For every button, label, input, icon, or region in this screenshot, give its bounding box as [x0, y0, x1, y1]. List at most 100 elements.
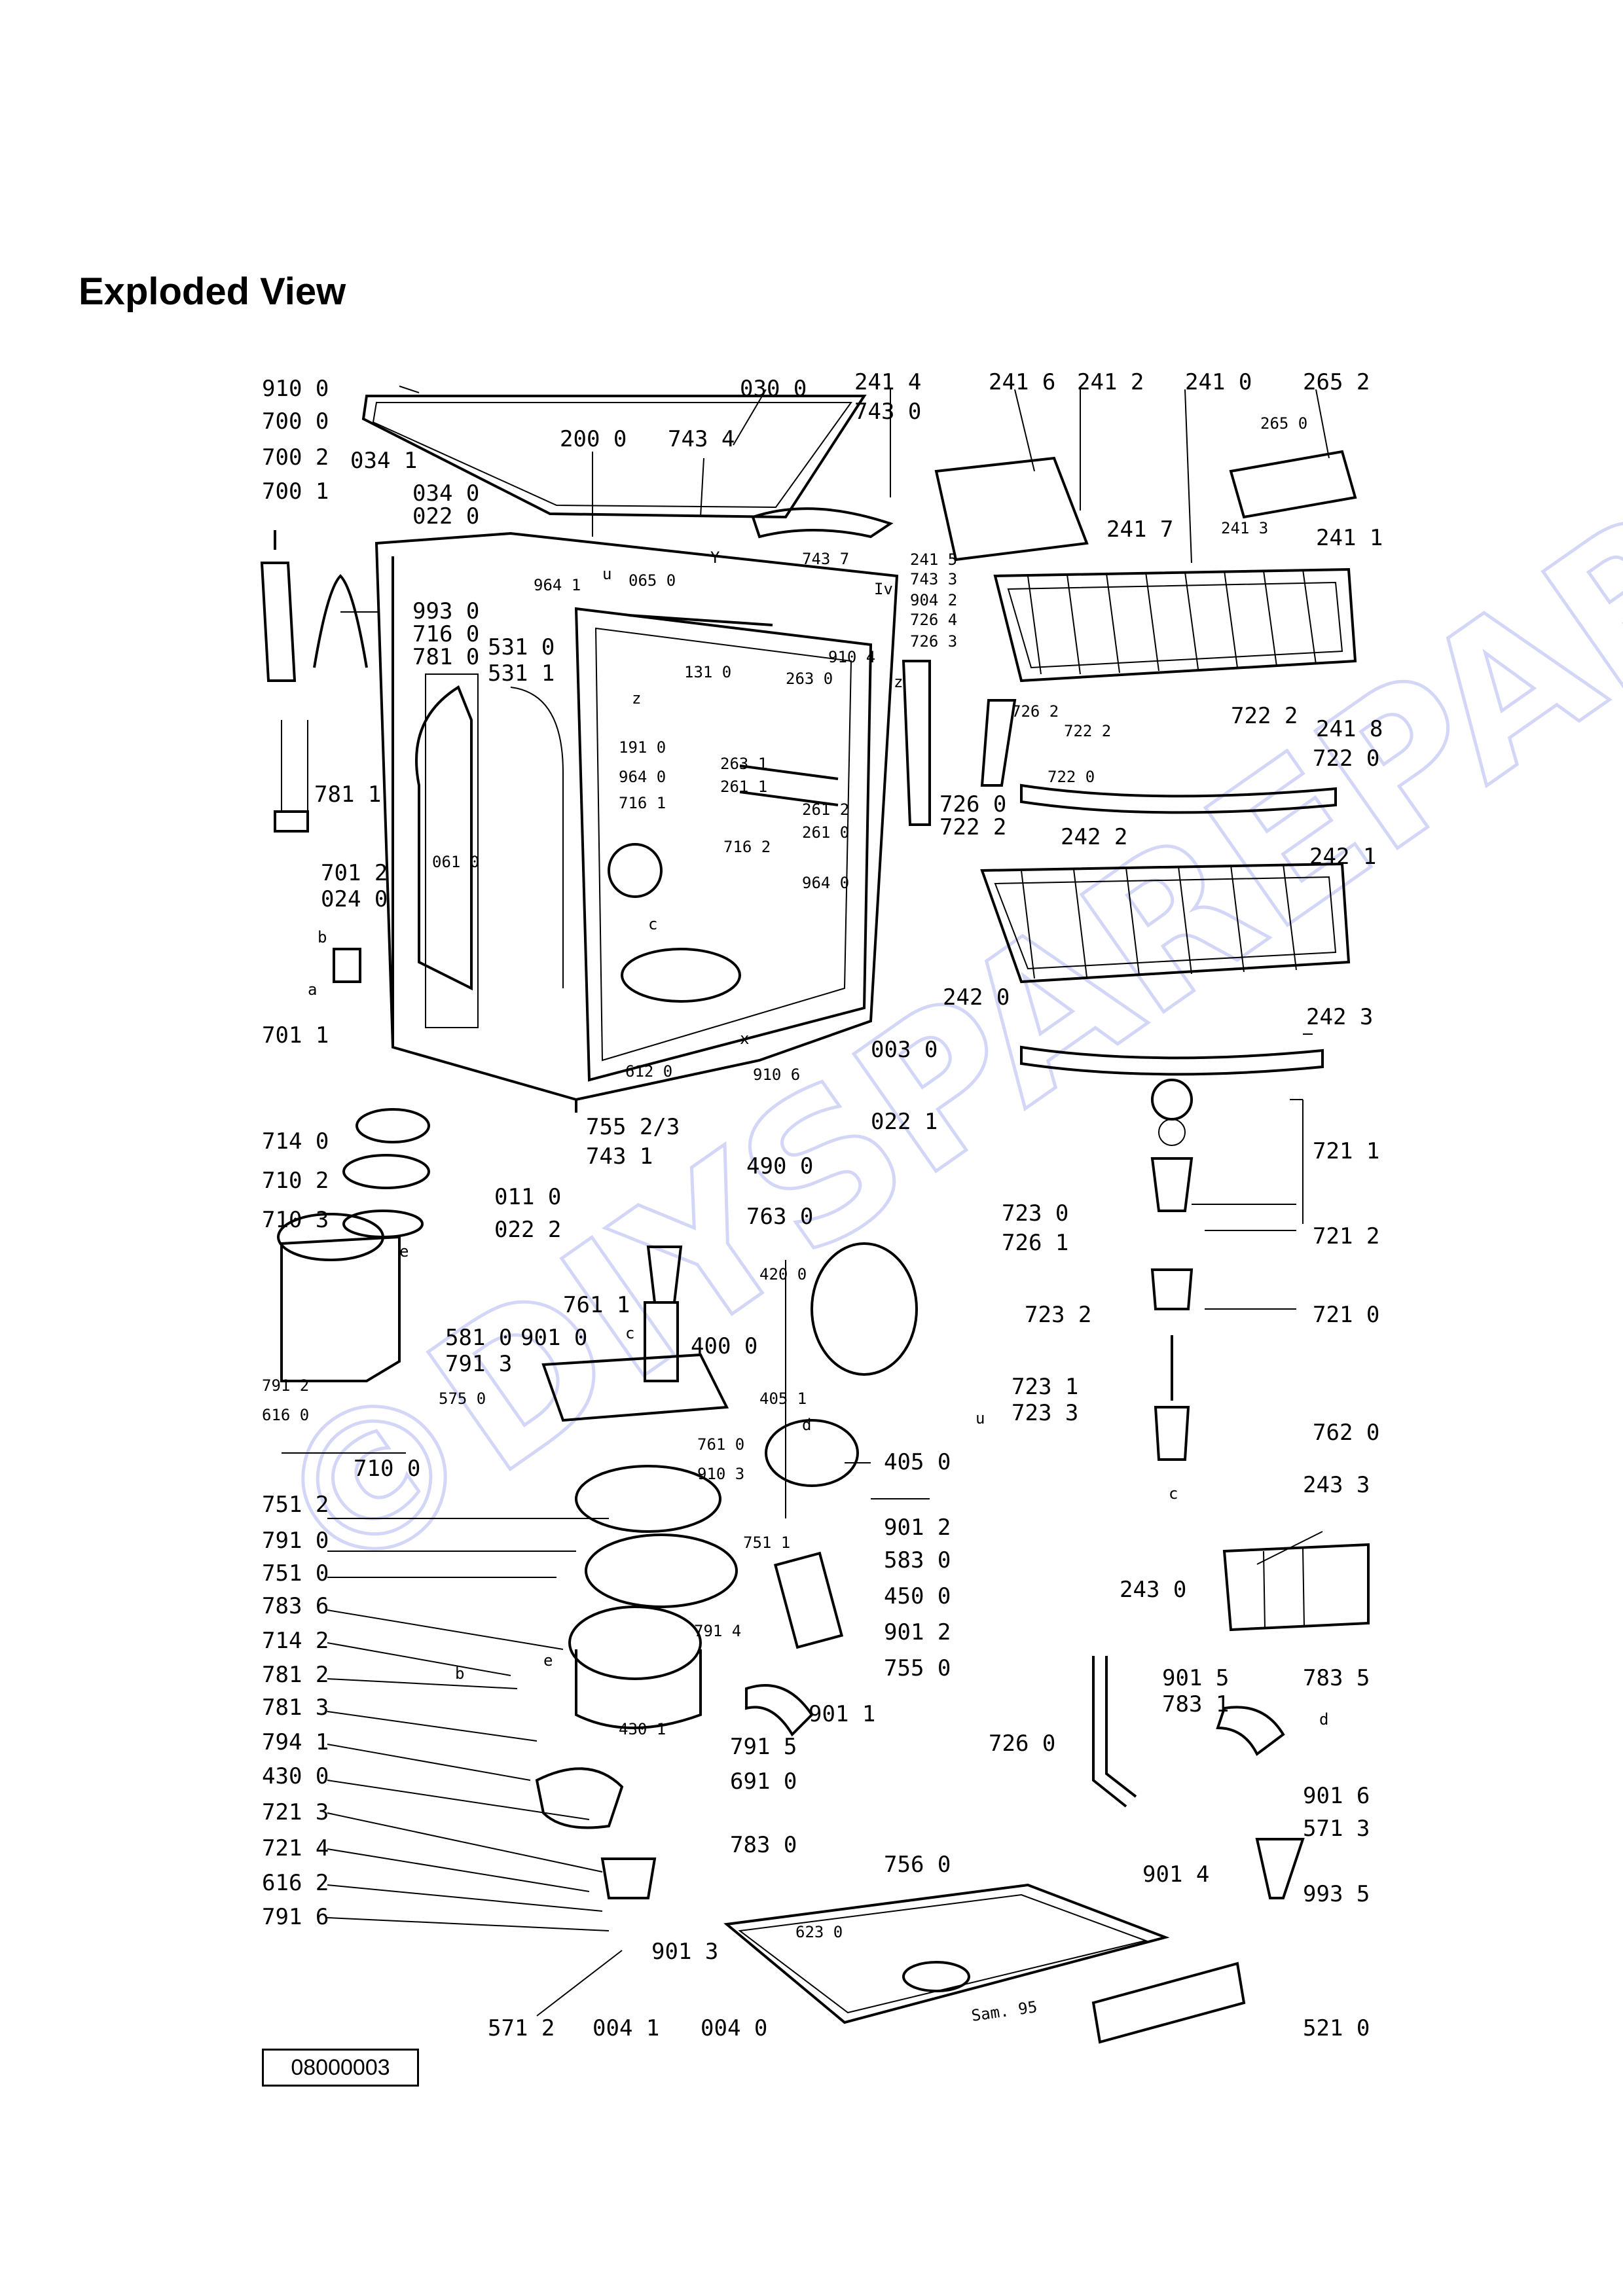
part-label: 022 0 — [412, 503, 479, 529]
letter-mark: c — [1169, 1484, 1178, 1503]
part-label: 191 0 — [619, 738, 666, 757]
part-label: 726 3 — [910, 632, 957, 651]
part-label: 261 0 — [802, 823, 849, 842]
part-label: 531 1 — [488, 660, 555, 687]
part-label: 571 3 — [1303, 1816, 1370, 1842]
letter-mark: Y — [710, 548, 720, 567]
part-label: 710 3 — [262, 1207, 329, 1233]
part-label: 430 1 — [619, 1720, 666, 1738]
part-label: 242 1 — [1309, 844, 1376, 870]
letter-mark: a — [308, 980, 317, 999]
part-label: 781 0 — [412, 644, 479, 670]
part-label: 743 4 — [668, 426, 735, 452]
part-label: 265 0 — [1260, 414, 1307, 433]
part-label: 581 0 — [445, 1325, 512, 1351]
part-label: 034 0 — [412, 480, 479, 507]
part-label: 901 2 — [884, 1515, 951, 1541]
part-label: 964 1 — [534, 576, 581, 594]
part-label: 751 0 — [262, 1560, 329, 1587]
part-label: 722 2 — [1231, 703, 1298, 729]
part-label: 783 1 — [1162, 1691, 1229, 1717]
part-label: 901 3 — [651, 1939, 718, 1965]
part-label: 761 1 — [563, 1292, 630, 1318]
part-label: 726 4 — [910, 611, 957, 629]
letter-mark: b — [455, 1664, 464, 1683]
part-label: 241 6 — [989, 369, 1055, 395]
part-label: 791 5 — [730, 1734, 797, 1760]
part-label: 901 6 — [1303, 1783, 1370, 1809]
part-label: 791 0 — [262, 1528, 329, 1554]
part-label: 993 0 — [412, 598, 479, 624]
part-label: 263 0 — [786, 670, 833, 688]
part-label: 755 2/3 — [586, 1114, 680, 1140]
part-label: 791 4 — [694, 1622, 741, 1640]
part-label: 901 5 — [1162, 1665, 1229, 1691]
part-label: 710 0 — [354, 1456, 420, 1482]
part-label: 781 3 — [262, 1695, 329, 1721]
part-label: 722 2 — [939, 814, 1006, 840]
part-label: 242 0 — [943, 984, 1010, 1011]
part-label: 241 3 — [1221, 519, 1268, 537]
part-label: 420 0 — [759, 1265, 807, 1283]
part-label: 450 0 — [884, 1583, 951, 1609]
drawing-number: 08000003 — [262, 2049, 419, 2087]
part-label: 755 0 — [884, 1655, 951, 1681]
part-label: 716 1 — [619, 794, 666, 812]
part-label: 263 1 — [720, 755, 767, 773]
part-label: 261 2 — [802, 800, 849, 819]
part-label: 612 0 — [625, 1062, 672, 1081]
part-label: 751 1 — [743, 1534, 790, 1552]
part-label: 716 0 — [412, 621, 479, 647]
part-label: 761 0 — [697, 1435, 744, 1454]
part-label: 723 3 — [1012, 1400, 1078, 1426]
part-label: 241 1 — [1316, 525, 1383, 551]
part-label: 022 2 — [494, 1217, 561, 1243]
part-label: 783 6 — [262, 1593, 329, 1619]
part-label: 700 2 — [262, 444, 329, 471]
letter-mark: e — [399, 1242, 409, 1261]
part-label: 726 0 — [939, 791, 1006, 817]
part-label: 791 6 — [262, 1904, 329, 1930]
part-label: 616 2 — [262, 1870, 329, 1896]
page-title: Exploded View — [79, 270, 346, 313]
letter-mark: z — [894, 673, 903, 691]
letter-mark: z — [632, 689, 641, 708]
part-label: 003 0 — [871, 1037, 938, 1063]
part-label: 722 0 — [1048, 768, 1095, 786]
part-label: 710 2 — [262, 1168, 329, 1194]
part-label: 901 1 — [809, 1701, 875, 1727]
part-label: 783 5 — [1303, 1665, 1370, 1691]
part-label: 964 0 — [619, 768, 666, 786]
part-label: 721 0 — [1313, 1302, 1379, 1328]
part-label: 065 0 — [629, 571, 676, 590]
letter-mark: c — [625, 1324, 634, 1342]
part-label: 623 0 — [795, 1923, 843, 1941]
letter-mark: d — [1319, 1710, 1328, 1729]
part-label: 714 2 — [262, 1628, 329, 1654]
part-label: 405 1 — [759, 1390, 807, 1408]
part-label: 763 0 — [746, 1204, 813, 1230]
part-label: 243 3 — [1303, 1472, 1370, 1498]
part-labels: 910 0 700 0 700 2 700 1 034 1 030 0 200 … — [262, 369, 1383, 2041]
part-label: 756 0 — [884, 1852, 951, 1878]
part-label: 034 1 — [350, 448, 417, 474]
part-label: 241 7 — [1106, 516, 1173, 543]
part-label: 751 2 — [262, 1492, 329, 1518]
part-label: 910 0 — [262, 376, 329, 402]
part-label: 691 0 — [730, 1768, 797, 1795]
letter-mark: x — [740, 1030, 749, 1048]
part-label: 781 1 — [314, 781, 381, 808]
part-label: 061 0 — [432, 853, 479, 871]
part-label: 794 1 — [262, 1729, 329, 1755]
part-label: 721 2 — [1313, 1223, 1379, 1249]
part-label: 571 2 — [488, 2015, 555, 2041]
reference-letters: u Y Iv x z z b a c e d c b e d c u — [308, 548, 1328, 1729]
part-label: 241 0 — [1185, 369, 1252, 395]
part-label: 743 7 — [802, 550, 849, 568]
signature-note: Sam. 95 — [970, 1998, 1038, 2025]
part-label: 791 3 — [445, 1351, 512, 1377]
letter-mark: d — [802, 1416, 811, 1434]
part-label: 616 0 — [262, 1406, 309, 1424]
part-label: 700 0 — [262, 408, 329, 435]
